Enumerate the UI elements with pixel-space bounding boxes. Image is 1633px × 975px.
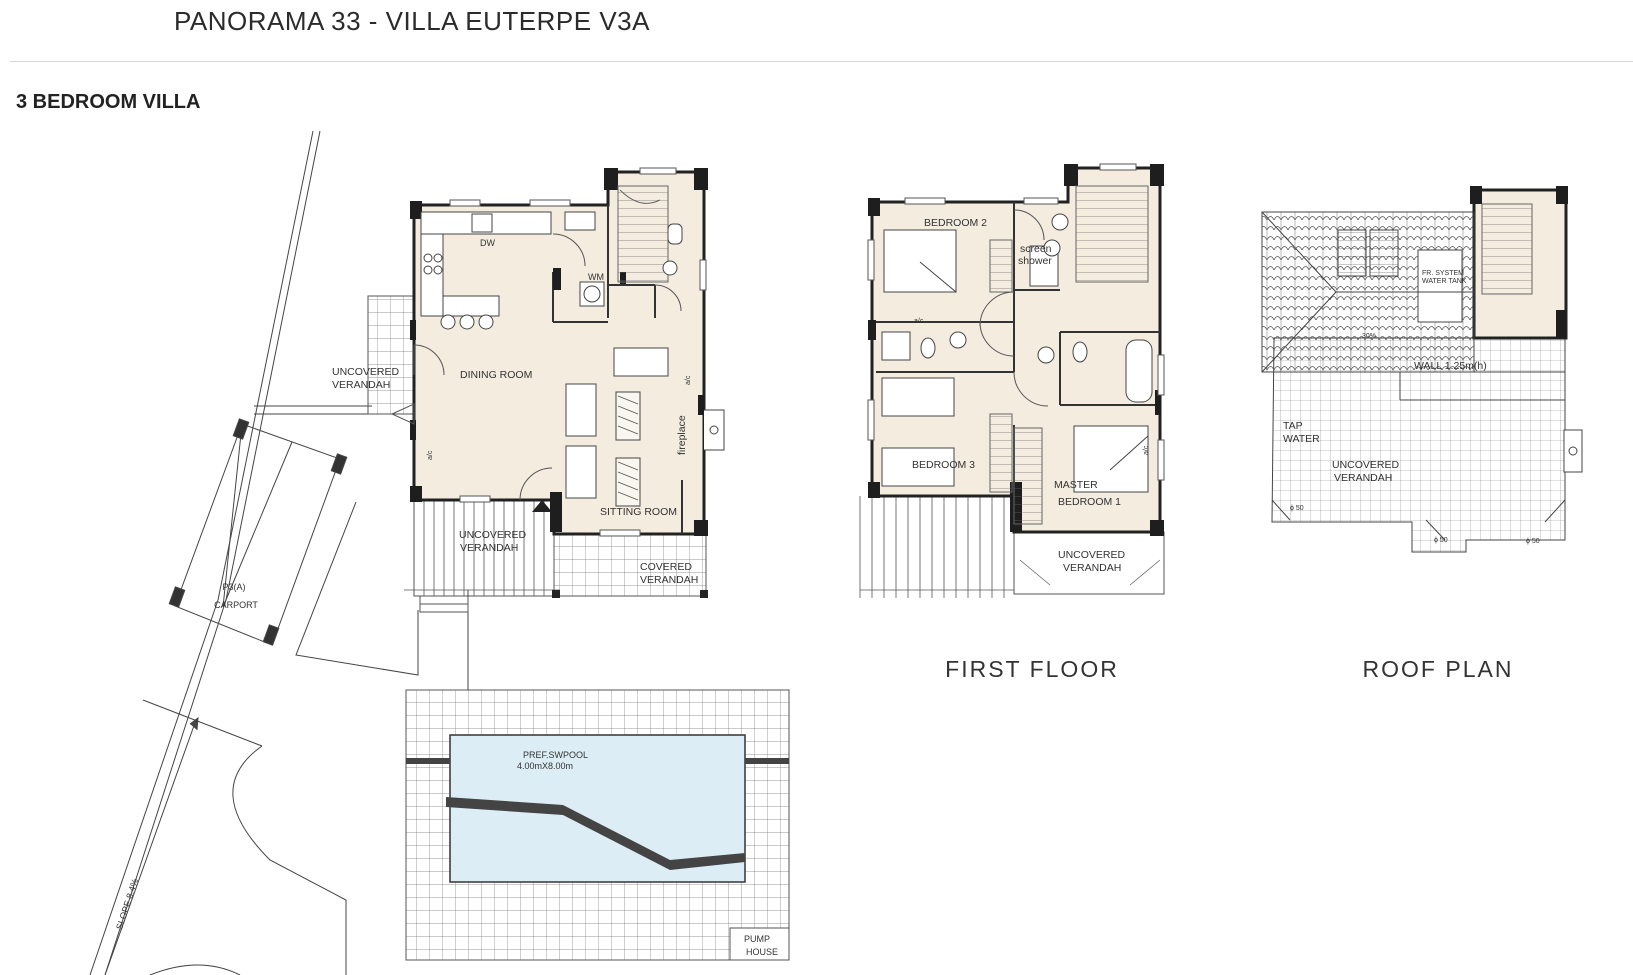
- ground-floor-plan: [367, 167, 725, 613]
- label-ff-uncovered-1: UNCOVERED: [1058, 549, 1126, 561]
- page-subtitle: 3 BEDROOM VILLA: [16, 91, 201, 113]
- roof-plan-title: ROOF PLAN: [1363, 656, 1514, 682]
- label-ff-uncovered-2: VERANDAH: [1063, 562, 1121, 574]
- label-dw: DW: [480, 238, 495, 248]
- label-uncovered-verandah-south-2: VERANDAH: [460, 542, 518, 554]
- pump-house-label-2: HOUSE: [746, 947, 778, 957]
- pool-label-line1: PREF.SWPOOL: [523, 750, 588, 760]
- label-dining-room: DINING ROOM: [460, 369, 532, 381]
- label-roof-slope: 30%: [1362, 333, 1376, 340]
- label-uncovered-verandah-west-2: VERANDAH: [332, 379, 390, 391]
- label-screen: screen: [1020, 243, 1052, 255]
- page-title: PANORAMA 33 - VILLA EUTERPE V3A: [174, 6, 650, 36]
- label-shower: shower: [1018, 255, 1052, 267]
- label-master-1: MASTER: [1054, 479, 1098, 491]
- site-boundary: [89, 130, 469, 975]
- header-divider: [10, 61, 1633, 62]
- label-bedroom-3: BEDROOM 3: [912, 459, 975, 471]
- first-floor-plan: [859, 163, 1165, 598]
- label-drain-3: ϕ 50: [1526, 538, 1540, 545]
- pool-area: [405, 689, 790, 961]
- label-solar-tank-1: FR. SYSTEM: [1422, 270, 1464, 277]
- label-uncovered-verandah-west-1: UNCOVERED: [332, 366, 400, 378]
- slope-arrow: [104, 716, 199, 975]
- label-fireplace: fireplace: [676, 415, 688, 455]
- pool-label-line2: 4.00mX8.00m: [517, 761, 573, 771]
- label-wm: WM: [588, 272, 604, 282]
- label-tap-1: TAP: [1283, 420, 1303, 432]
- carport-label-line2: CARPORT: [214, 600, 258, 610]
- label-drain-1: ϕ 50: [1290, 505, 1304, 512]
- label-covered-verandah-2: VERANDAH: [640, 574, 698, 586]
- label-uncovered-verandah-south-1: UNCOVERED: [459, 529, 527, 541]
- label-sitting-room: SITTING ROOM: [600, 506, 677, 518]
- label-master-2: BEDROOM 1: [1058, 496, 1121, 508]
- label-ac-ground-2: a/c: [427, 450, 434, 460]
- slope-label: SLOPE 8.4%: [114, 877, 140, 931]
- label-covered-verandah-1: COVERED: [640, 561, 692, 573]
- label-ac-ff-2: a/c: [1143, 445, 1150, 455]
- roof-plan: [1261, 186, 1583, 553]
- label-solar-tank-2: WATER TANK: [1422, 278, 1467, 285]
- label-tap-2: WATER: [1283, 433, 1320, 445]
- label-bedroom-2: BEDROOM 2: [924, 217, 987, 229]
- carport-label-line1: P3(A): [222, 582, 245, 592]
- pump-house-label-1: PUMP: [744, 934, 770, 944]
- label-drain-2: ϕ 50: [1434, 537, 1448, 544]
- label-ac-ground-1: a/c: [685, 375, 692, 385]
- carport: [168, 418, 348, 646]
- label-roof-uncovered-2: VERANDAH: [1334, 472, 1392, 484]
- label-ac-ff-1: a/c: [914, 318, 924, 325]
- first-floor-title: FIRST FLOOR: [945, 656, 1119, 682]
- label-roof-uncovered-1: UNCOVERED: [1332, 459, 1400, 471]
- label-wall-height: WALL 1.25m(h): [1414, 360, 1487, 372]
